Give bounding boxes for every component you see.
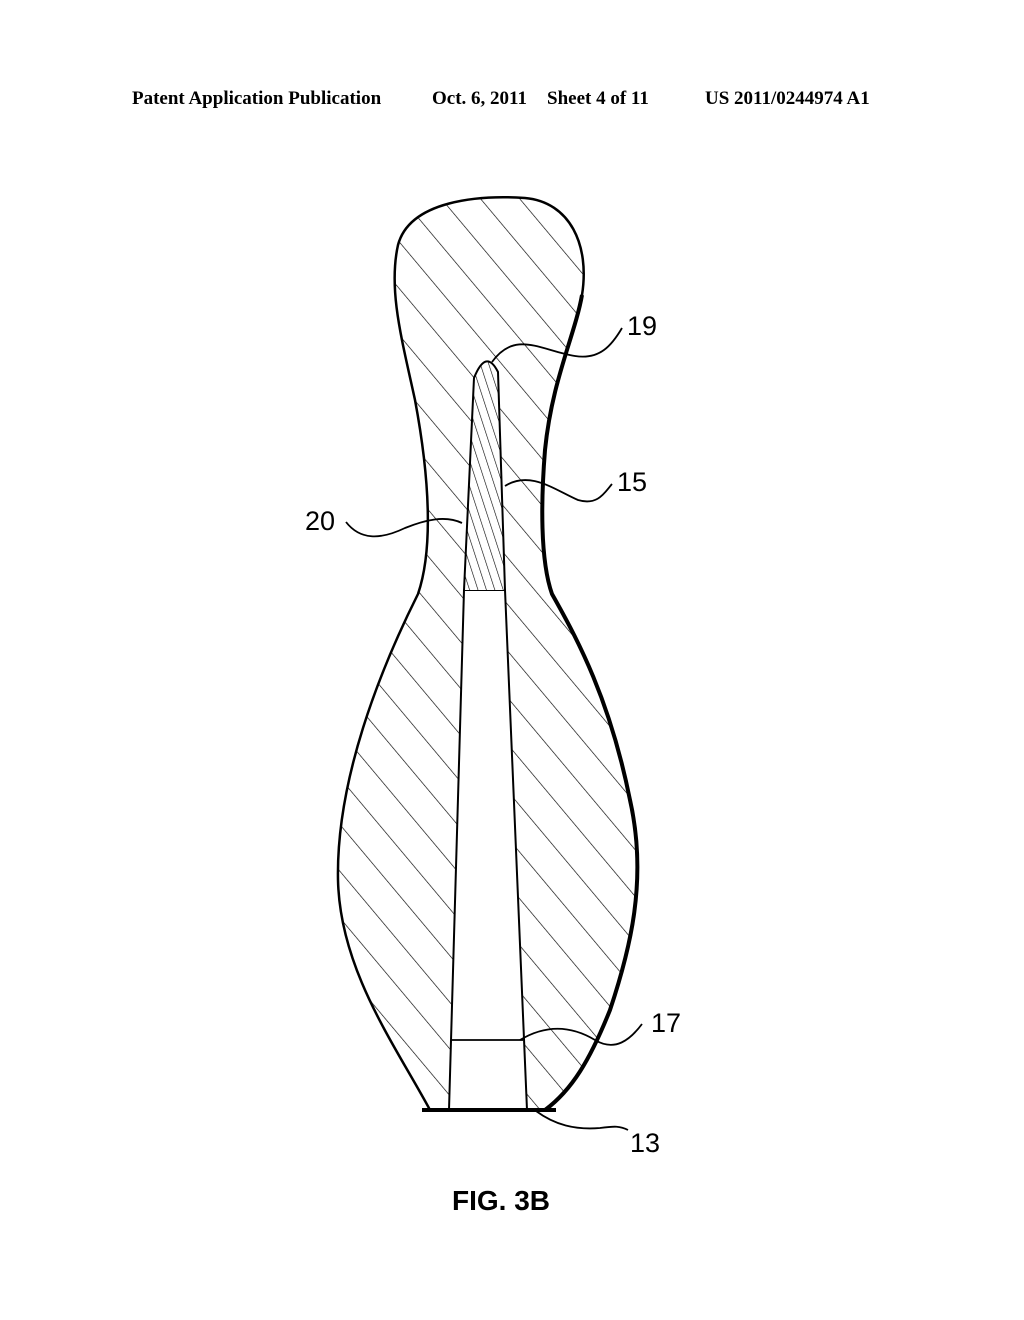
leader-17 xyxy=(519,1023,643,1046)
header-patent-number: US 2011/0244974 A1 xyxy=(705,88,870,109)
leader-15 xyxy=(504,479,613,503)
header-sheet: Sheet 4 of 11 xyxy=(547,88,649,109)
figure-caption: FIG. 3B xyxy=(452,1185,550,1216)
leader-20 xyxy=(345,518,463,538)
ref-label-15: 15 xyxy=(617,467,647,497)
leader-13 xyxy=(535,1110,629,1131)
page-header: Patent Application Publication Oct. 6, 2… xyxy=(0,88,1024,118)
insert-element xyxy=(463,360,506,591)
header-publication: Patent Application Publication xyxy=(132,88,382,109)
header-date: Oct. 6, 2011 xyxy=(432,88,527,109)
ref-label-20: 20 xyxy=(305,506,335,536)
ref-label-19: 19 xyxy=(627,311,657,341)
ref-label-17: 17 xyxy=(651,1008,681,1038)
pin-right-outline xyxy=(540,294,640,1112)
leader-19 xyxy=(491,327,623,363)
ref-label-13: 13 xyxy=(630,1128,660,1158)
